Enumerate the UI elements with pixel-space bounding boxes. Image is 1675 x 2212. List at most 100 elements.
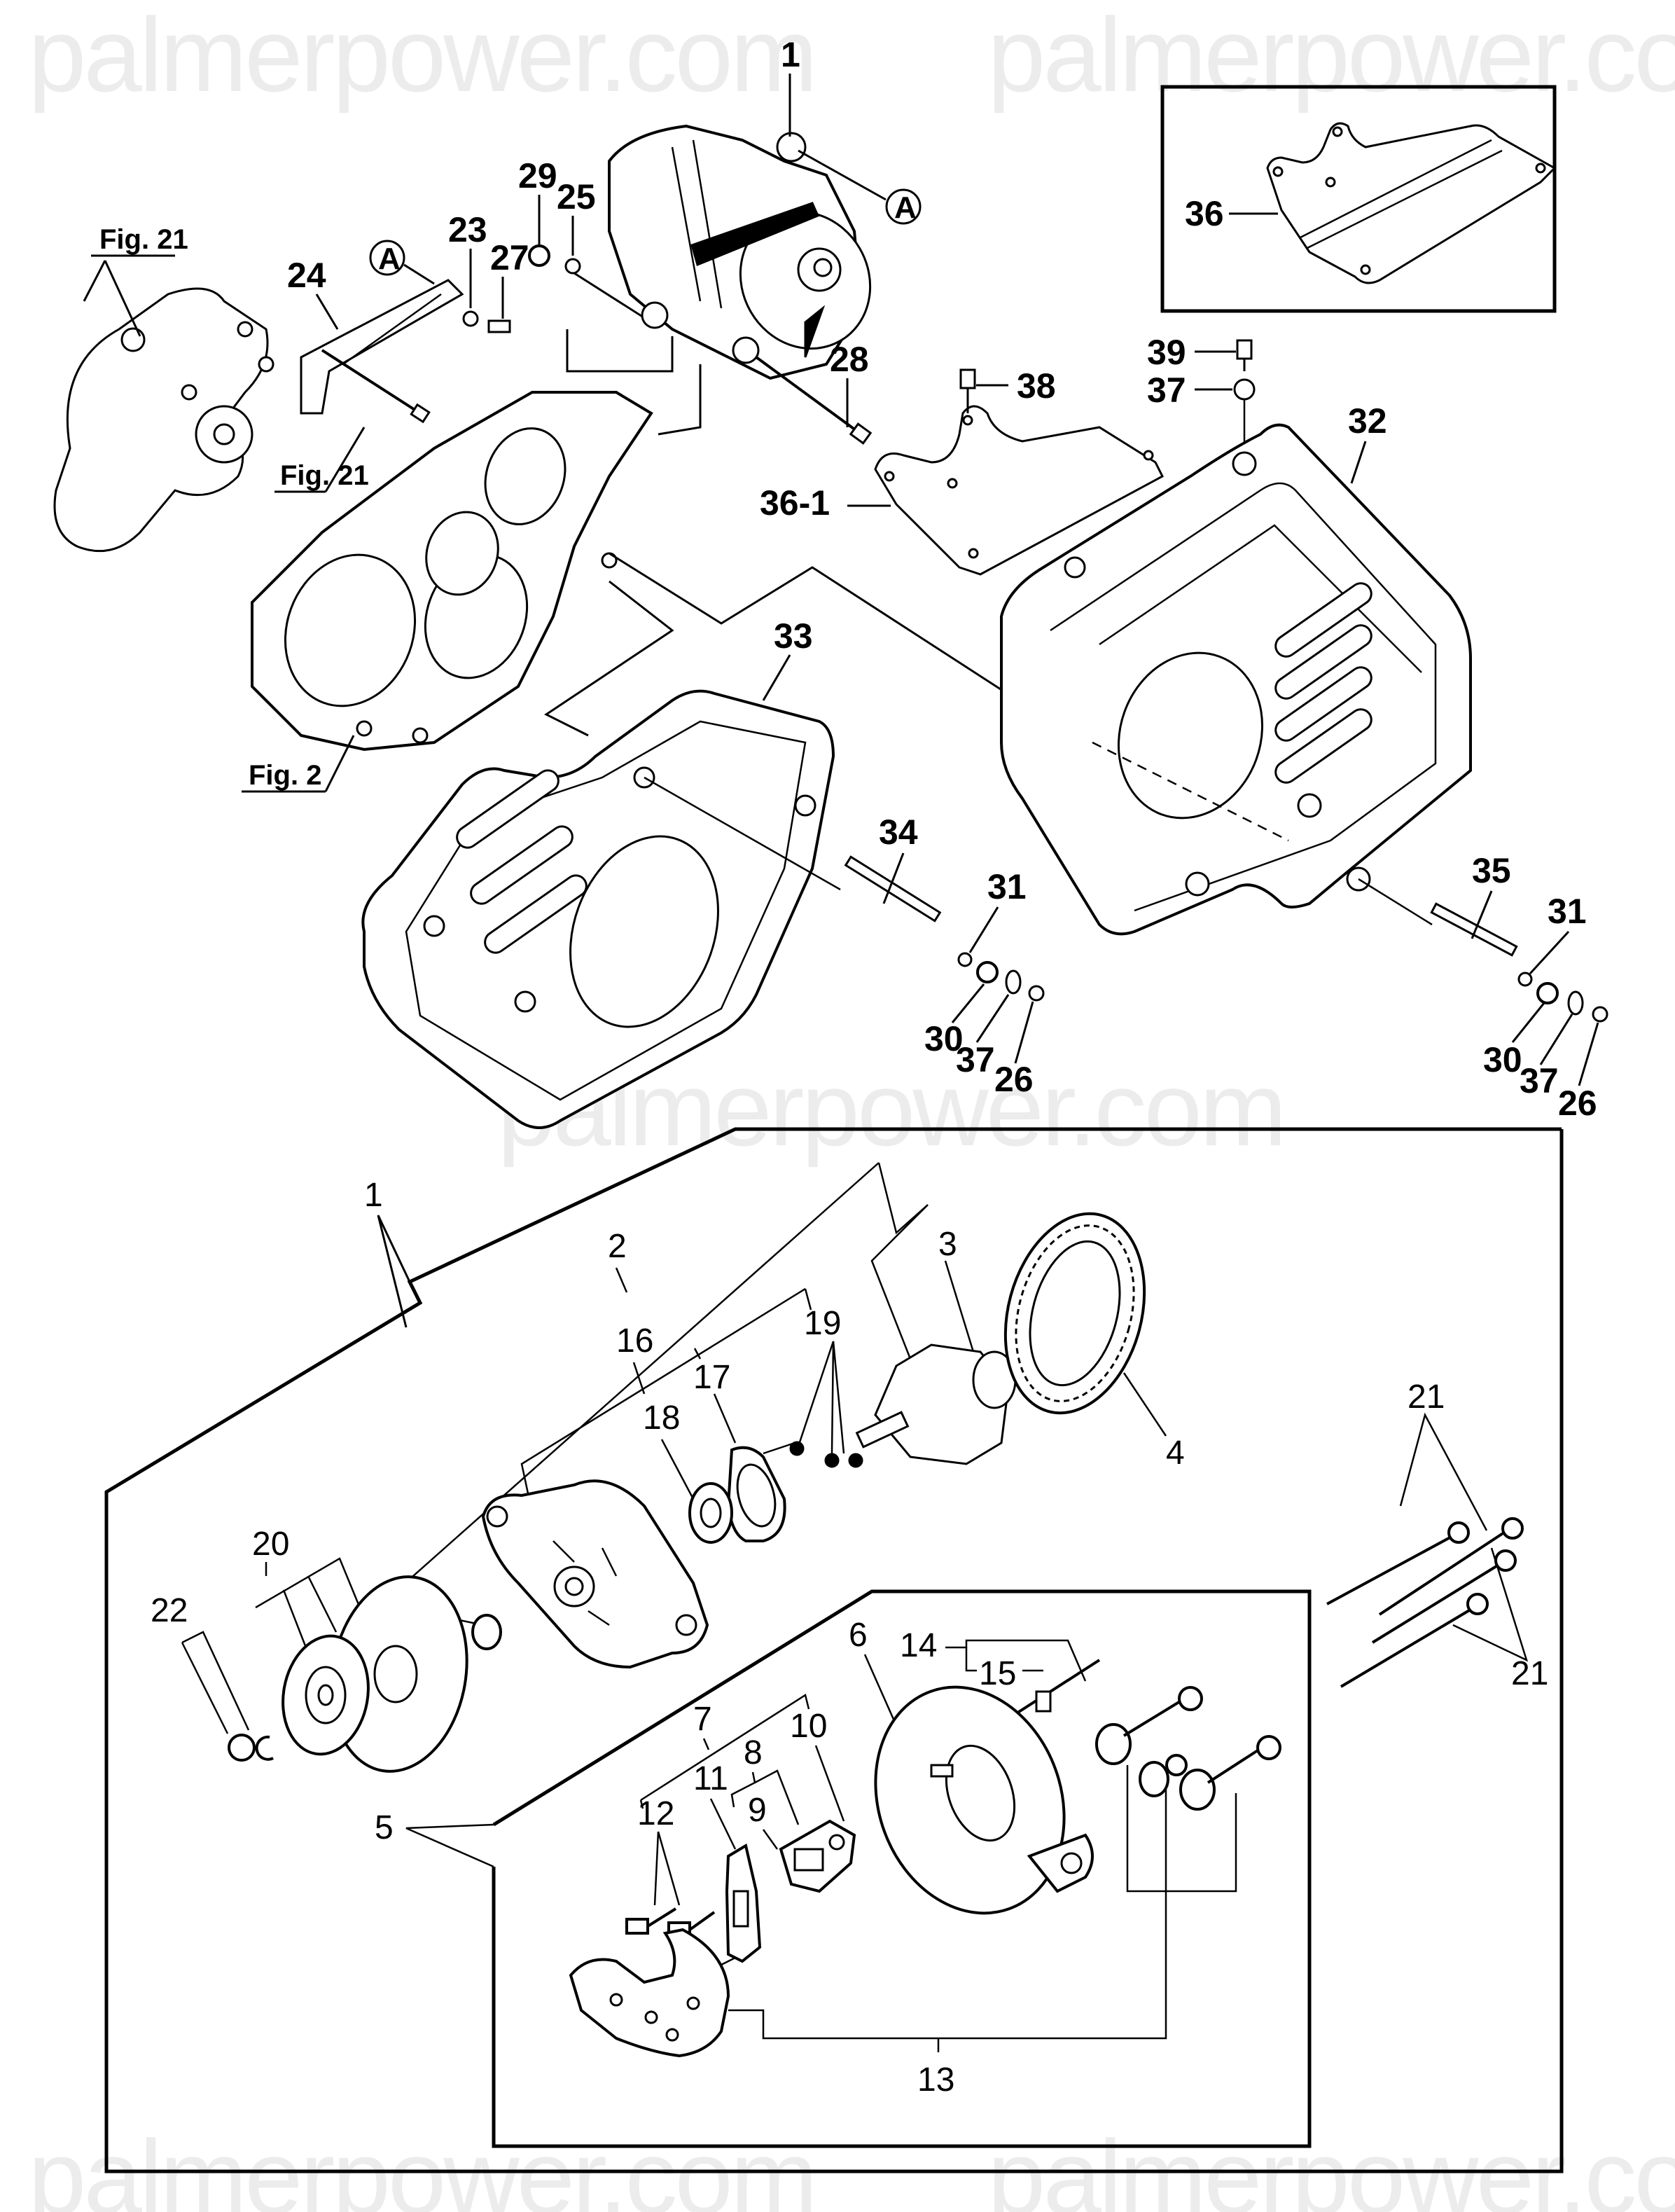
callout-32[interactable]: 32	[1348, 401, 1387, 441]
through-bolts	[1326, 1517, 1524, 1688]
callout-22[interactable]: 22	[151, 1592, 188, 1629]
ref-marker-a-left-text: A	[378, 242, 401, 276]
leader-19-b	[830, 1341, 835, 1454]
alignment-line-upper	[658, 364, 702, 436]
callout-9[interactable]: 9	[748, 1792, 767, 1829]
leader-31-left	[968, 906, 999, 953]
bracket-24	[300, 279, 464, 415]
leader-30-right	[1511, 1002, 1545, 1043]
callout-1-lower[interactable]: 1	[364, 1177, 383, 1214]
callout-20[interactable]: 20	[252, 1526, 289, 1563]
callout-11[interactable]: 11	[693, 1760, 728, 1797]
callout-8[interactable]: 8	[744, 1734, 763, 1771]
callout-17[interactable]: 17	[693, 1359, 730, 1396]
nut-26-right	[1592, 1006, 1608, 1023]
callout-12[interactable]: 12	[637, 1795, 674, 1832]
callout-1-top[interactable]: 1	[781, 35, 800, 74]
alternator-assembly-frame	[104, 1127, 1564, 2173]
leader-20-a	[282, 1589, 310, 1654]
leader-a-left	[403, 263, 435, 285]
callout-34[interactable]: 34	[879, 813, 918, 852]
nut-26-left	[1028, 985, 1045, 1002]
bearing-18-inner	[700, 1498, 722, 1528]
rear-frame-assembly-frame	[492, 1589, 1312, 2148]
callout-19[interactable]: 19	[804, 1305, 841, 1342]
callout-21-bottom[interactable]: 21	[1511, 1655, 1548, 1692]
leader-10	[814, 1745, 845, 1822]
watermark-bottom-left: palmerpower.com	[28, 2118, 815, 2212]
collar	[471, 1614, 502, 1650]
grommet-30-left	[976, 961, 999, 983]
bolt-39	[1236, 339, 1253, 371]
ref-marker-a-right	[885, 188, 922, 225]
leader-26-right	[1578, 1022, 1599, 1086]
callout-26-right[interactable]: 26	[1558, 1084, 1597, 1123]
callout-25[interactable]: 25	[557, 177, 596, 216]
cover-33	[361, 689, 835, 1129]
fig21-top-ref[interactable]: Fig. 21	[99, 224, 188, 255]
fig2-ref[interactable]: Fig. 2	[249, 760, 321, 791]
leader-11	[709, 1798, 737, 1850]
bracket-7	[640, 1694, 810, 1802]
bracket-14	[945, 1639, 1087, 1682]
callout-15[interactable]: 15	[979, 1655, 1016, 1692]
bracket-8	[730, 1771, 756, 1808]
callout-31-right[interactable]: 31	[1548, 892, 1587, 931]
callout-16[interactable]: 16	[616, 1322, 653, 1360]
callout-30-right[interactable]: 30	[1483, 1040, 1522, 1079]
callout-33[interactable]: 33	[774, 616, 813, 656]
alignment-line-mid	[544, 580, 674, 737]
callout-37-right[interactable]: 37	[1520, 1061, 1559, 1100]
leader-22	[181, 1642, 229, 1734]
callout-18[interactable]: 18	[643, 1399, 680, 1437]
callout-7[interactable]: 7	[693, 1701, 712, 1738]
callout-27[interactable]: 27	[490, 238, 529, 277]
callout-23[interactable]: 23	[448, 210, 487, 249]
leader-2	[615, 1267, 628, 1293]
callout-35[interactable]: 35	[1472, 851, 1511, 890]
stud-34	[844, 855, 942, 922]
callout-24[interactable]: 24	[287, 256, 326, 295]
plate-36	[1266, 122, 1557, 284]
leader-12-b	[657, 1831, 681, 1906]
bracket-3	[870, 1204, 929, 1360]
leader-4	[1123, 1372, 1167, 1437]
callout-37-left[interactable]: 37	[956, 1040, 995, 1079]
callout-30-left[interactable]: 30	[924, 1019, 964, 1058]
callout-29[interactable]: 29	[518, 156, 557, 195]
leader-24	[315, 293, 339, 330]
bracket-7-end	[639, 1799, 644, 1809]
drive-frame	[481, 1479, 709, 1669]
ref-marker-a-left	[369, 240, 405, 276]
bracket-2-top	[877, 1162, 929, 1235]
callout-26-left[interactable]: 26	[994, 1060, 1034, 1099]
callout-4[interactable]: 4	[1166, 1435, 1185, 1472]
fig21-bottom-ref[interactable]: Fig. 21	[280, 460, 369, 491]
fig21-top-leader-2	[83, 260, 106, 302]
callout-10[interactable]: 10	[790, 1708, 827, 1745]
callout-31-left[interactable]: 31	[987, 867, 1027, 906]
callout-21-top[interactable]: 21	[1408, 1378, 1445, 1416]
callout-3[interactable]: 3	[938, 1226, 957, 1263]
callout-39[interactable]: 39	[1147, 333, 1186, 372]
stud-35	[1430, 902, 1518, 957]
callout-6[interactable]: 6	[849, 1617, 868, 1654]
callout-14[interactable]: 14	[900, 1627, 937, 1664]
callout-2[interactable]: 2	[608, 1228, 627, 1265]
leader-32	[1350, 441, 1367, 484]
callout-38[interactable]: 38	[1017, 366, 1056, 406]
bracket-13	[728, 1891, 1167, 2040]
brush-holder	[779, 1819, 856, 1893]
fig2-leader	[324, 735, 355, 792]
callout-28[interactable]: 28	[830, 340, 869, 379]
collar-31-right	[1517, 972, 1533, 987]
leader-35	[1471, 890, 1493, 939]
callout-5[interactable]: 5	[375, 1809, 394, 1846]
bracket-14-lower	[965, 1647, 977, 1672]
callout-36[interactable]: 36	[1185, 194, 1224, 233]
callout-36-1[interactable]: 36-1	[760, 483, 830, 523]
screw-19a	[789, 1441, 805, 1456]
callout-37-top[interactable]: 37	[1147, 371, 1186, 410]
callout-13[interactable]: 13	[917, 2061, 954, 2099]
leader-1-lower-b	[377, 1215, 408, 1328]
